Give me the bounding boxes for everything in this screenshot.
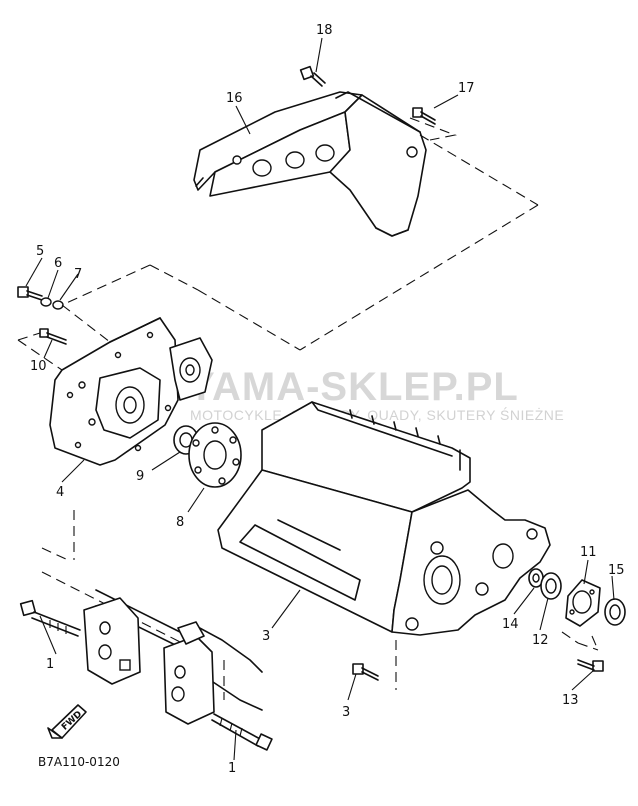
callout-4: 4 [56, 485, 64, 500]
bolt-13 [577, 659, 604, 672]
part-11-flange [565, 579, 601, 627]
callout-7: 7 [74, 267, 82, 282]
callout-1-upper: 1 [46, 657, 54, 672]
diagram-code: B7A110-0120 [38, 755, 120, 769]
callout-8: 8 [176, 515, 184, 530]
part-12-bearing [540, 572, 562, 600]
callout-11: 11 [580, 545, 597, 560]
part-4-end-plate [49, 317, 213, 466]
callout-10: 10 [30, 359, 47, 374]
assembly-guide-lines-upper [61, 117, 539, 351]
callout-17: 17 [458, 81, 475, 96]
bolt-10 [39, 328, 67, 345]
bolt-1-upper [19, 599, 81, 637]
watermark-brand: YAMA-SKLEP.PL [188, 365, 519, 409]
bolt-18 [299, 65, 326, 87]
callout-labels: 18 17 16 5 6 7 10 4 9 8 3 4 3 1 1 11 15 … [30, 23, 625, 776]
part-15-seal [604, 598, 626, 626]
lower-mount-bracket-left [83, 597, 141, 685]
callout-15: 15 [608, 563, 625, 578]
assembly-guide-lines-left [17, 304, 111, 371]
callout-18: 18 [316, 23, 333, 38]
bolt-3 [352, 640, 397, 690]
callout-5: 5 [36, 244, 44, 259]
leader-lines [25, 37, 615, 761]
callout-9: 9 [136, 469, 144, 484]
callout-6: 6 [54, 256, 62, 271]
bolt-17 [412, 107, 436, 125]
callout-16: 16 [226, 91, 243, 106]
assembly-guide-lines-right [561, 631, 599, 651]
part-14-washer [528, 568, 544, 588]
watermark-tagline: MOTOCYKLE, SKUTERY, QUADY, SKUTERY ŚNIEŻ… [190, 406, 564, 423]
part-8-flange [188, 422, 242, 488]
fwd-arrow-icon: FWD [47, 704, 87, 739]
callout-3-label: 3 [342, 705, 350, 720]
part-16-upper-bracket [193, 91, 427, 237]
bolt-1-lower [211, 713, 273, 751]
bolt-5-washer-6-7 [17, 286, 64, 310]
part-2-housing [217, 401, 551, 636]
callout-13: 13 [562, 693, 579, 708]
callout-14: 14 [502, 617, 519, 632]
callout-12: 12 [532, 633, 549, 648]
lower-mount-bracket-right [163, 621, 215, 725]
callout-1-lower: 1 [228, 761, 236, 776]
callout-2: 3 [262, 629, 270, 644]
